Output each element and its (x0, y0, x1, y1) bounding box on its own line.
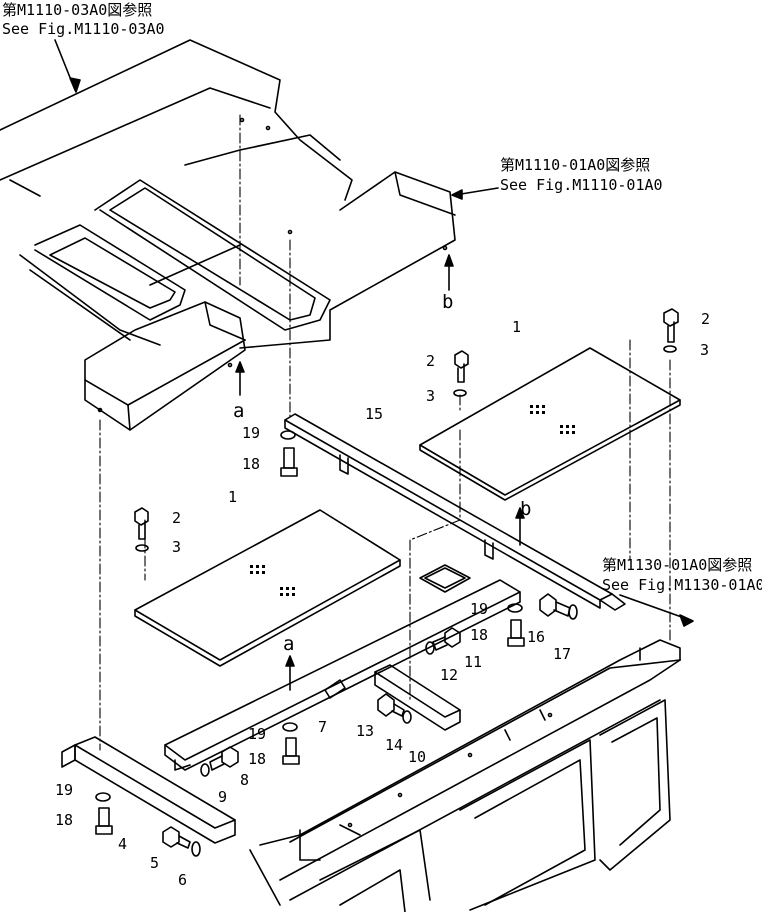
callout-12: 12 (440, 666, 459, 684)
reference-note-03a0-en: See Fig.M1110-03A0 (2, 20, 165, 38)
view-marker-b-lower: b (520, 498, 532, 520)
reference-leaders (54, 39, 694, 627)
callout-11: 11 (464, 653, 483, 671)
callout-3-right: 3 (700, 341, 710, 359)
callout-16: 16 (527, 628, 546, 646)
bracket-left (61, 736, 236, 844)
view-arrows (235, 254, 525, 691)
reference-note-03a0-jp: 第M1110-03A0図参照 (2, 1, 153, 19)
callout-7: 7 (318, 718, 328, 736)
callout-13: 13 (356, 722, 375, 740)
long-bracket (284, 413, 626, 611)
callout-4: 4 (118, 835, 128, 853)
cover-plate-right (419, 347, 681, 501)
view-marker-a-upper: a (233, 400, 245, 422)
callout-17: 17 (553, 645, 572, 663)
reference-note-1130-jp: 第M1130-01A0図参照 (602, 556, 753, 574)
callout-6: 6 (178, 871, 188, 889)
callout-10: 10 (408, 748, 427, 766)
callout-5: 5 (150, 854, 160, 872)
callout-3-left: 3 (172, 538, 182, 556)
callout-15: 15 (365, 405, 384, 423)
callout-18-lower: 18 (248, 750, 267, 768)
callout-19-left: 19 (55, 781, 74, 799)
callout-1-left: 1 (228, 488, 238, 506)
bracket-middle (374, 664, 461, 731)
callout-14: 14 (385, 736, 404, 754)
reference-note-01a0-jp: 第M1110-01A0図参照 (500, 156, 651, 174)
alignment-lines (99, 114, 671, 751)
callout-1-right: 1 (512, 318, 522, 336)
callout-3-center: 3 (426, 387, 436, 405)
upper-frame-assembly (0, 39, 456, 431)
callout-8: 8 (240, 771, 250, 789)
callout-2-center: 2 (426, 352, 436, 370)
callout-18-left: 18 (55, 811, 74, 829)
cover-plate-left (134, 509, 401, 667)
callout-19-lower: 19 (248, 725, 267, 743)
callout-19-b: 19 (470, 600, 489, 618)
callout-18-upper: 18 (242, 455, 261, 473)
hardware (95, 308, 679, 857)
callout-18-b: 18 (470, 626, 489, 644)
view-marker-b-upper: b (442, 291, 454, 313)
callout-2-left: 2 (172, 509, 182, 527)
reference-note-1130-en: See Fig.M1130-01A0 (602, 576, 762, 594)
callout-2-right: 2 (701, 310, 711, 328)
middle-frame (164, 564, 521, 771)
callout-9: 9 (218, 788, 228, 806)
lower-cab-frame (249, 639, 681, 912)
callout-19-upper: 19 (242, 424, 261, 442)
view-marker-a-lower: a (283, 633, 295, 655)
reference-note-01a0-en: See Fig.M1110-01A0 (500, 176, 663, 194)
